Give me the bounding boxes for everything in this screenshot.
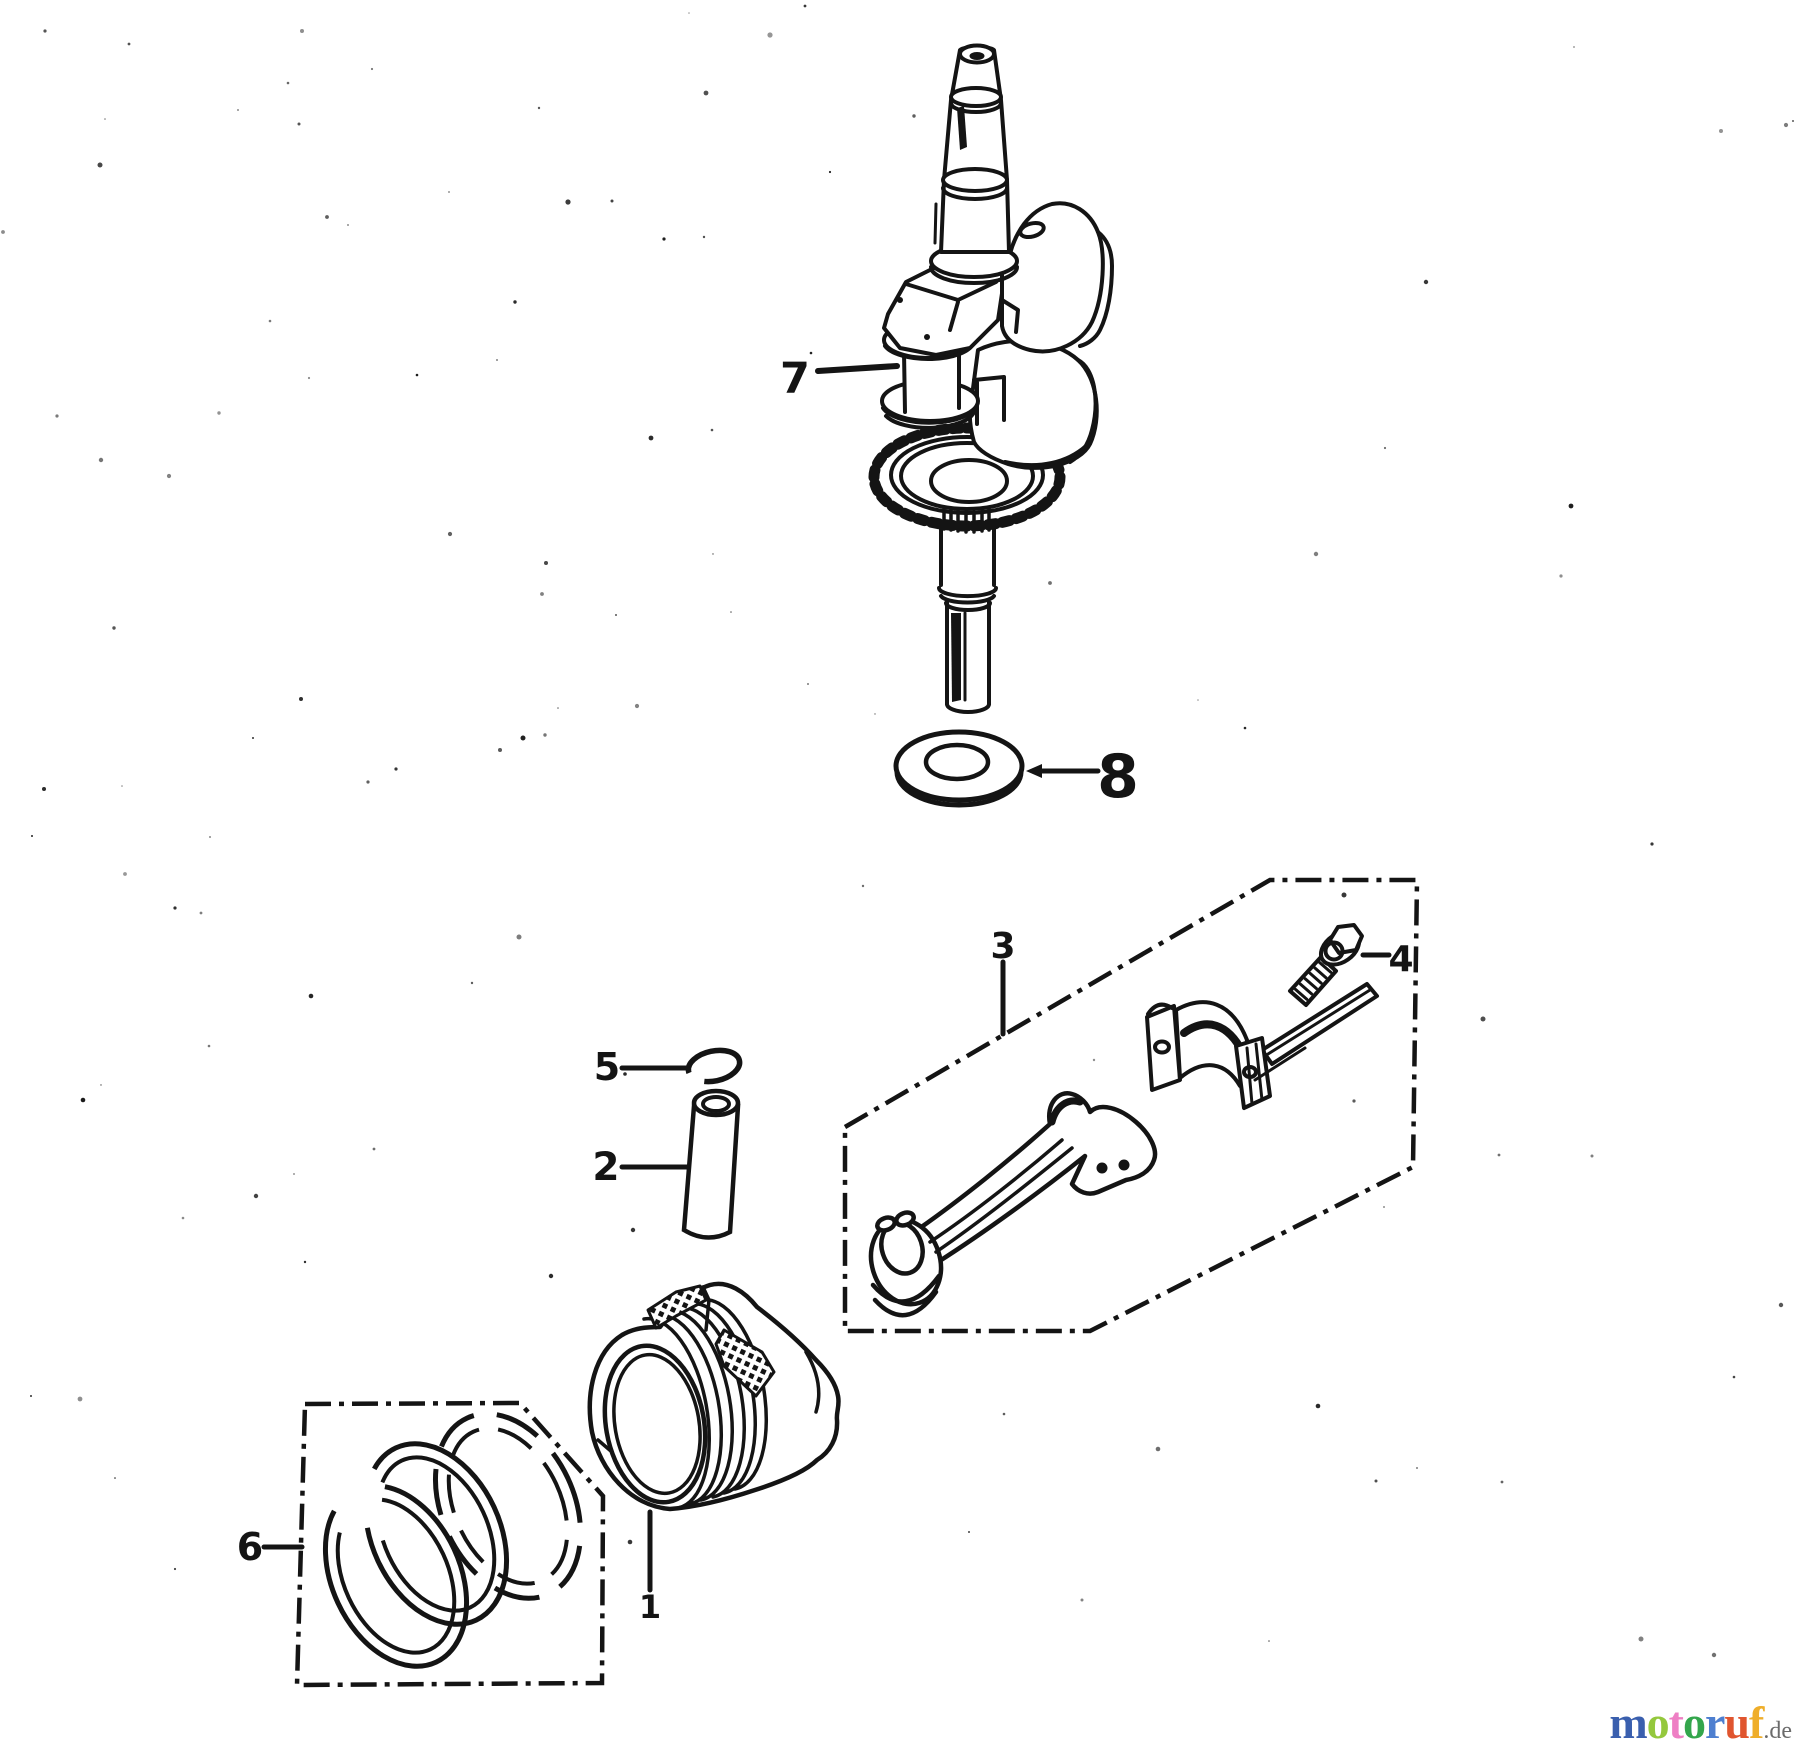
crankshaft-assembly [868,43,1114,714]
connecting-rod-bolt [1288,923,1364,1007]
connecting-rod-cap [1145,982,1379,1110]
piston-ring-second [362,1441,510,1627]
callout-2-label: 2 [592,1145,619,1190]
watermark-suffix: .de [1763,1718,1792,1744]
watermark-letter: m [1609,1697,1647,1748]
callout-4-label: 4 [1388,939,1413,980]
crankshaft-upper-shaft [933,43,1011,254]
crankpin-journal [902,348,961,414]
callout-7-label: 7 [780,354,810,404]
callout-8-leader [1026,764,1101,778]
lower-counterweight [967,338,1099,470]
watermark-letter: r [1705,1697,1725,1748]
callout-3-label: 3 [990,926,1015,967]
thrust-washer [893,729,1025,808]
watermark-letter: o [1646,1697,1670,1748]
piston-ring-set-box [294,1400,606,1688]
connecting-rod-kit-box [842,877,1420,1334]
piston-oil-ring [432,1411,584,1601]
piston [587,1281,841,1512]
scan-noise-speckles [1,4,1794,1658]
piston-ring-top [322,1483,470,1669]
crankshaft-lower-shaft [937,505,998,714]
watermark-letter: f [1749,1697,1764,1748]
watermark-letter: t [1668,1697,1684,1748]
watermark-letter: u [1724,1697,1750,1748]
callout-6-label: 6 [237,1525,263,1569]
motoruf-watermark: motoruf.de [1609,1700,1792,1746]
piston-pin [681,1088,741,1240]
callout-1-label: 1 [639,1588,661,1626]
callout-5-label: 5 [594,1045,620,1089]
watermark-text: motoruf.de [1609,1697,1792,1748]
upper-counterweight [1000,201,1114,354]
callout-8-label: 8 [1097,742,1139,812]
piston-pin-clip [685,1047,743,1085]
callout-7-leader [815,363,900,374]
watermark-letter: o [1683,1697,1706,1748]
connecting-rod [868,1091,1158,1318]
